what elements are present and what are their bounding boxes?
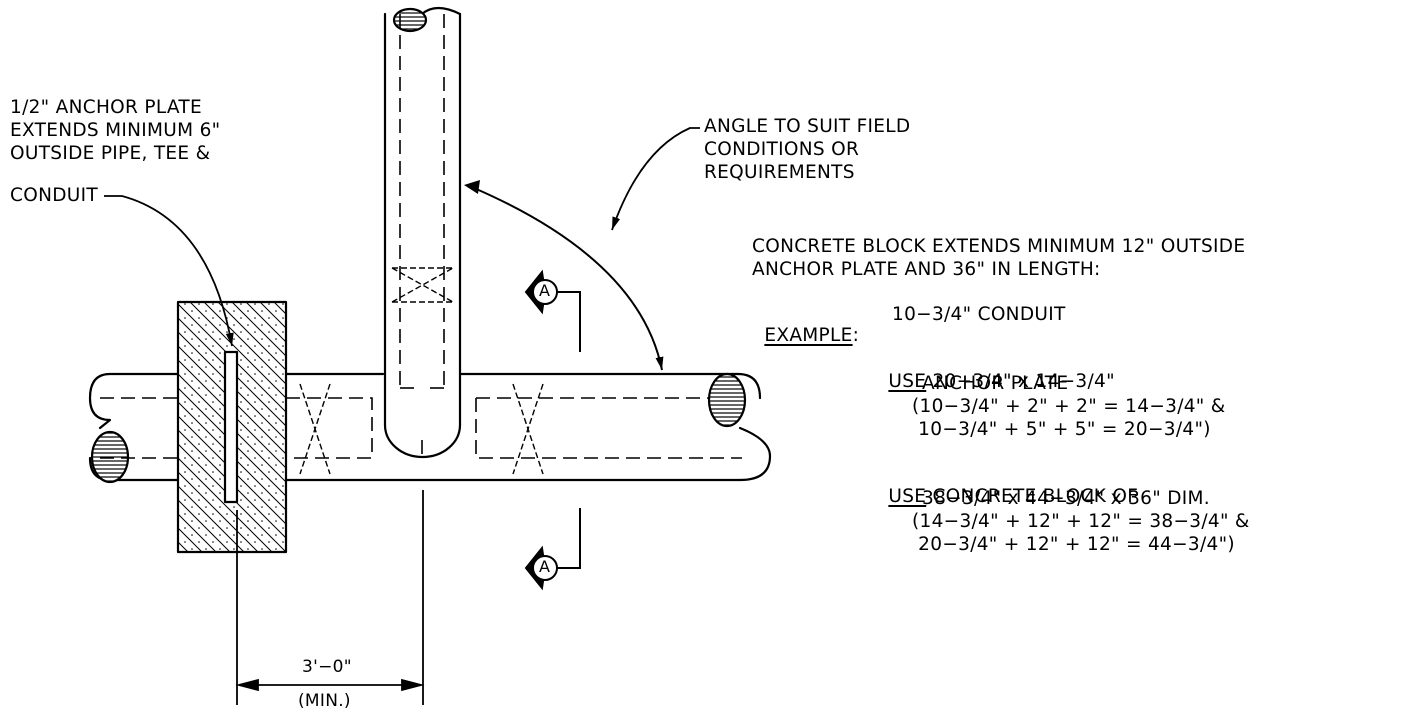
use-plate-line-2: (10−3/4" + 2" + 2" = 14−3/4" &	[912, 396, 1226, 417]
angle-leader	[611, 127, 700, 231]
pipe-end-right	[707, 372, 747, 428]
example-colon: :	[852, 324, 860, 346]
use-plate-keyword: USE	[888, 370, 927, 392]
anchor-plate-note-line-3: OUTSIDE PIPE, TEE &	[10, 143, 211, 164]
hidden-lines	[100, 14, 742, 459]
angle-note-line-2: CONDITIONS OR	[704, 139, 860, 160]
use-block-line-3: 20−3/4" + 12" + 12" = 44−3/4")	[912, 534, 1235, 555]
dimension-lines	[235, 490, 425, 705]
use-block-line-1: 38−3/4" x 44−3/4" x 36" DIM.	[922, 488, 1210, 509]
use-block-row: USE CONCRETE BLOCK OF	[876, 466, 1138, 507]
section-cut-top	[524, 269, 581, 352]
example-label: EXAMPLE	[764, 324, 853, 346]
anchor-plate-note-line-4: CONDUIT	[10, 185, 98, 206]
weld-marks	[299, 267, 544, 475]
section-marker-bottom-label: A	[539, 557, 551, 576]
dimension-value: 3'−0"	[302, 657, 352, 677]
use-block-first-line: CONCRETE BLOCK OF	[932, 485, 1139, 507]
horizontal-pipe	[88, 372, 772, 482]
angle-note-line-3: REQUIREMENTS	[704, 162, 855, 183]
example-row: EXAMPLE:	[752, 305, 859, 346]
conduit-end-top	[392, 7, 428, 33]
use-plate-line-1: ANCHOR PLATE	[922, 373, 1069, 394]
use-plate-first-line: 20−3/4" x 14−3/4"	[932, 370, 1115, 392]
anchor-plate-leader	[104, 195, 234, 347]
anchor-plate-note-line-2: EXTENDS MINIMUM 6"	[10, 120, 221, 141]
example-value: 10−3/4" CONDUIT	[892, 304, 1066, 325]
angle-arc-arrow-start	[464, 180, 480, 194]
section-cut-bottom	[524, 508, 581, 591]
anchor-plate	[223, 350, 239, 504]
use-block-line-2: (14−3/4" + 12" + 12" = 38−3/4" &	[912, 511, 1250, 532]
concrete-block-note-line-2: ANCHOR PLATE AND 36" IN LENGTH:	[752, 259, 1101, 280]
use-plate-line-3: 10−3/4" + 5" + 5" = 20−3/4")	[912, 419, 1211, 440]
concrete-block-note-line-1: CONCRETE BLOCK EXTENDS MINIMUM 12" OUTSI…	[752, 236, 1246, 257]
use-plate-row: USE 20−3/4" x 14−3/4"	[876, 351, 1115, 392]
pipe-end-left	[90, 430, 130, 484]
angle-arc	[473, 187, 664, 371]
dimension-note: (MIN.)	[298, 691, 351, 711]
use-block-keyword: USE	[888, 485, 927, 507]
section-marker-top-label: A	[539, 281, 551, 300]
vertical-conduit	[383, 6, 462, 459]
anchor-plate-note-line-1: 1/2" ANCHOR PLATE	[10, 97, 202, 118]
angle-note-line-1: ANGLE TO SUIT FIELD	[704, 116, 911, 137]
